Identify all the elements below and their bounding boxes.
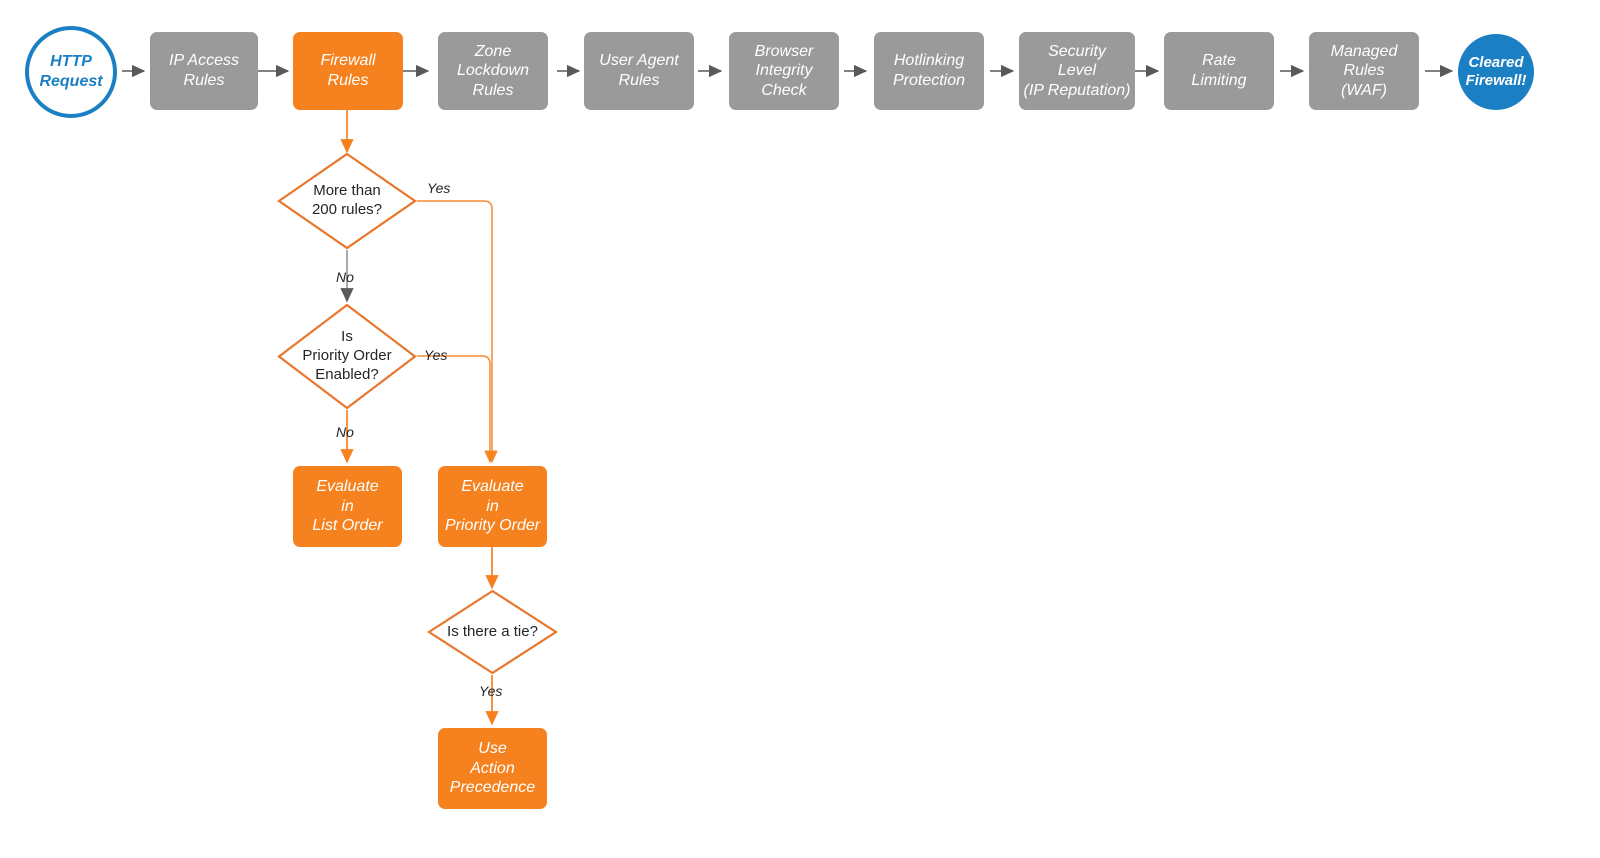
decision-label: More than 200 rules? bbox=[311, 182, 383, 218]
node-firewall-rules[interactable]: Firewall Rules bbox=[293, 32, 403, 110]
node-hotlinking-protection[interactable]: Hotlinking Protection bbox=[874, 32, 984, 110]
node-cleared-firewall[interactable]: Cleared Firewall! bbox=[1458, 34, 1534, 110]
node-label: Zone Lockdown Rules bbox=[456, 42, 530, 99]
node-label: HTTP Request bbox=[39, 53, 103, 90]
node-label: Evaluate in List Order bbox=[312, 478, 383, 535]
decision-label: Is there a tie? bbox=[447, 622, 538, 640]
node-label: IP Access Rules bbox=[169, 52, 239, 89]
node-evaluate-in-priority-order[interactable]: Evaluate in Priority Order bbox=[438, 466, 547, 547]
node-http-request[interactable]: HTTP Request bbox=[25, 26, 117, 118]
decision-more-than-200-rules[interactable]: More than 200 rules? bbox=[277, 152, 417, 250]
node-evaluate-in-list-order[interactable]: Evaluate in List Order bbox=[293, 466, 402, 547]
decision-priority-order-enabled[interactable]: Is Priority Order Enabled? bbox=[277, 303, 417, 410]
node-label: Hotlinking Protection bbox=[892, 52, 966, 89]
node-security-level[interactable]: Security Level (IP Reputation) bbox=[1019, 32, 1135, 110]
decision-label: Is Priority Order Enabled? bbox=[302, 328, 392, 383]
node-label: Use Action Precedence bbox=[449, 740, 536, 797]
node-browser-integrity-check[interactable]: Browser Integrity Check bbox=[729, 32, 839, 110]
node-label: Security Level (IP Reputation) bbox=[1023, 42, 1131, 99]
node-user-agent-rules[interactable]: User Agent Rules bbox=[584, 32, 694, 110]
node-use-action-precedence[interactable]: Use Action Precedence bbox=[438, 728, 547, 809]
diamond-shape bbox=[427, 589, 558, 675]
node-label: Firewall Rules bbox=[320, 52, 376, 89]
node-managed-rules-waf[interactable]: Managed Rules (WAF) bbox=[1309, 32, 1419, 110]
diamond-shape bbox=[277, 303, 417, 410]
node-zone-lockdown-rules[interactable]: Zone Lockdown Rules bbox=[438, 32, 548, 110]
node-label: Rate Limiting bbox=[1191, 52, 1247, 89]
edge-label-more-than-200-no: No bbox=[336, 269, 354, 285]
node-rate-limiting[interactable]: Rate Limiting bbox=[1164, 32, 1274, 110]
diamond-shape bbox=[277, 152, 417, 250]
edge-label-priority-order-no: No bbox=[336, 424, 354, 440]
node-ip-access-rules[interactable]: IP Access Rules bbox=[150, 32, 258, 110]
edge-label-priority-order-yes: Yes bbox=[424, 347, 448, 363]
node-label: Managed Rules (WAF) bbox=[1330, 42, 1398, 99]
node-label: Cleared Firewall! bbox=[1465, 53, 1527, 89]
decision-is-there-a-tie[interactable]: Is there a tie? bbox=[427, 589, 558, 675]
edge-label-tie-yes: Yes bbox=[479, 683, 503, 699]
node-label: Browser Integrity Check bbox=[754, 42, 814, 99]
edge-label-more-than-200-yes: Yes bbox=[427, 180, 451, 196]
node-label: User Agent Rules bbox=[599, 52, 679, 89]
node-label: Evaluate in Priority Order bbox=[444, 478, 541, 535]
